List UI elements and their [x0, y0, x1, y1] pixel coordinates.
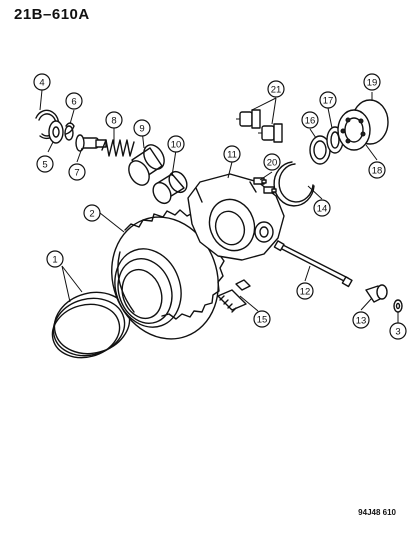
- callout-18: 18: [368, 161, 386, 179]
- callout-6: 6: [65, 92, 83, 110]
- part-11-housing: [187, 173, 285, 261]
- part-2-drive-gear: [111, 209, 225, 340]
- part-12-tube: [273, 240, 353, 288]
- part-14-retaining-ring: [273, 161, 315, 207]
- callout-3: 3: [389, 322, 407, 340]
- part-3-washer: [393, 299, 403, 313]
- callout-16-label: 16: [305, 116, 316, 127]
- illustration-number: 94J48 610: [358, 508, 396, 517]
- callout-16: 16: [301, 111, 319, 129]
- callout-10-label: 10: [171, 140, 182, 151]
- callout-19-label: 19: [367, 78, 378, 89]
- callout-4: 4: [33, 73, 51, 91]
- callout-9-label: 9: [139, 124, 144, 135]
- callout-21: 21: [267, 80, 285, 98]
- callout-3-label: 3: [395, 327, 400, 338]
- callout-17-label: 17: [323, 96, 334, 107]
- callout-17: 17: [319, 91, 337, 109]
- callout-20-label: 20: [267, 158, 278, 169]
- part-15-screw: [217, 279, 251, 313]
- callout-11: 11: [223, 145, 241, 163]
- callout-8: 8: [105, 111, 123, 129]
- callout-21-label: 21: [271, 85, 282, 96]
- part-18-19-bearing: [337, 99, 389, 151]
- callout-5: 5: [36, 155, 54, 173]
- callout-18-label: 18: [372, 166, 383, 177]
- callout-7: 7: [68, 163, 86, 181]
- callout-4-label: 4: [39, 78, 44, 89]
- diagram-code: 21B–610A: [14, 6, 90, 23]
- part-20-bolts: [253, 177, 277, 194]
- callout-2-label: 2: [89, 209, 94, 220]
- part-21-sensors: [236, 109, 283, 143]
- callout-7-label: 7: [74, 168, 79, 179]
- part-8-spring: [101, 139, 135, 157]
- callout-12: 12: [296, 282, 314, 300]
- callout-12-label: 12: [300, 287, 311, 298]
- callout-9: 9: [133, 119, 151, 137]
- callout-20: 20: [263, 153, 281, 171]
- callout-8-label: 8: [111, 116, 116, 127]
- callout-13: 13: [352, 311, 370, 329]
- part-7-valve-stem: [75, 134, 107, 152]
- leader-lines: [39, 89, 399, 323]
- callout-15-label: 15: [257, 315, 268, 326]
- part-9-piston: [128, 144, 165, 186]
- callout-14-label: 14: [317, 204, 328, 215]
- callout-6-label: 6: [71, 97, 76, 108]
- callout-10: 10: [167, 135, 185, 153]
- callout-1-label: 1: [52, 255, 57, 266]
- part-6-clip: [64, 122, 75, 141]
- callout-14: 14: [313, 199, 331, 217]
- part-5-washer: [48, 120, 64, 144]
- callout-11-label: 11: [227, 150, 237, 161]
- callout-5-label: 5: [42, 160, 47, 171]
- part-10-plug: [152, 170, 188, 205]
- callout-13-label: 13: [356, 316, 367, 327]
- callout-1: 1: [46, 250, 64, 268]
- callout-2: 2: [83, 204, 101, 222]
- callout-19: 19: [363, 73, 381, 91]
- callout-15: 15: [253, 310, 271, 328]
- part-13-fitting: [365, 284, 388, 303]
